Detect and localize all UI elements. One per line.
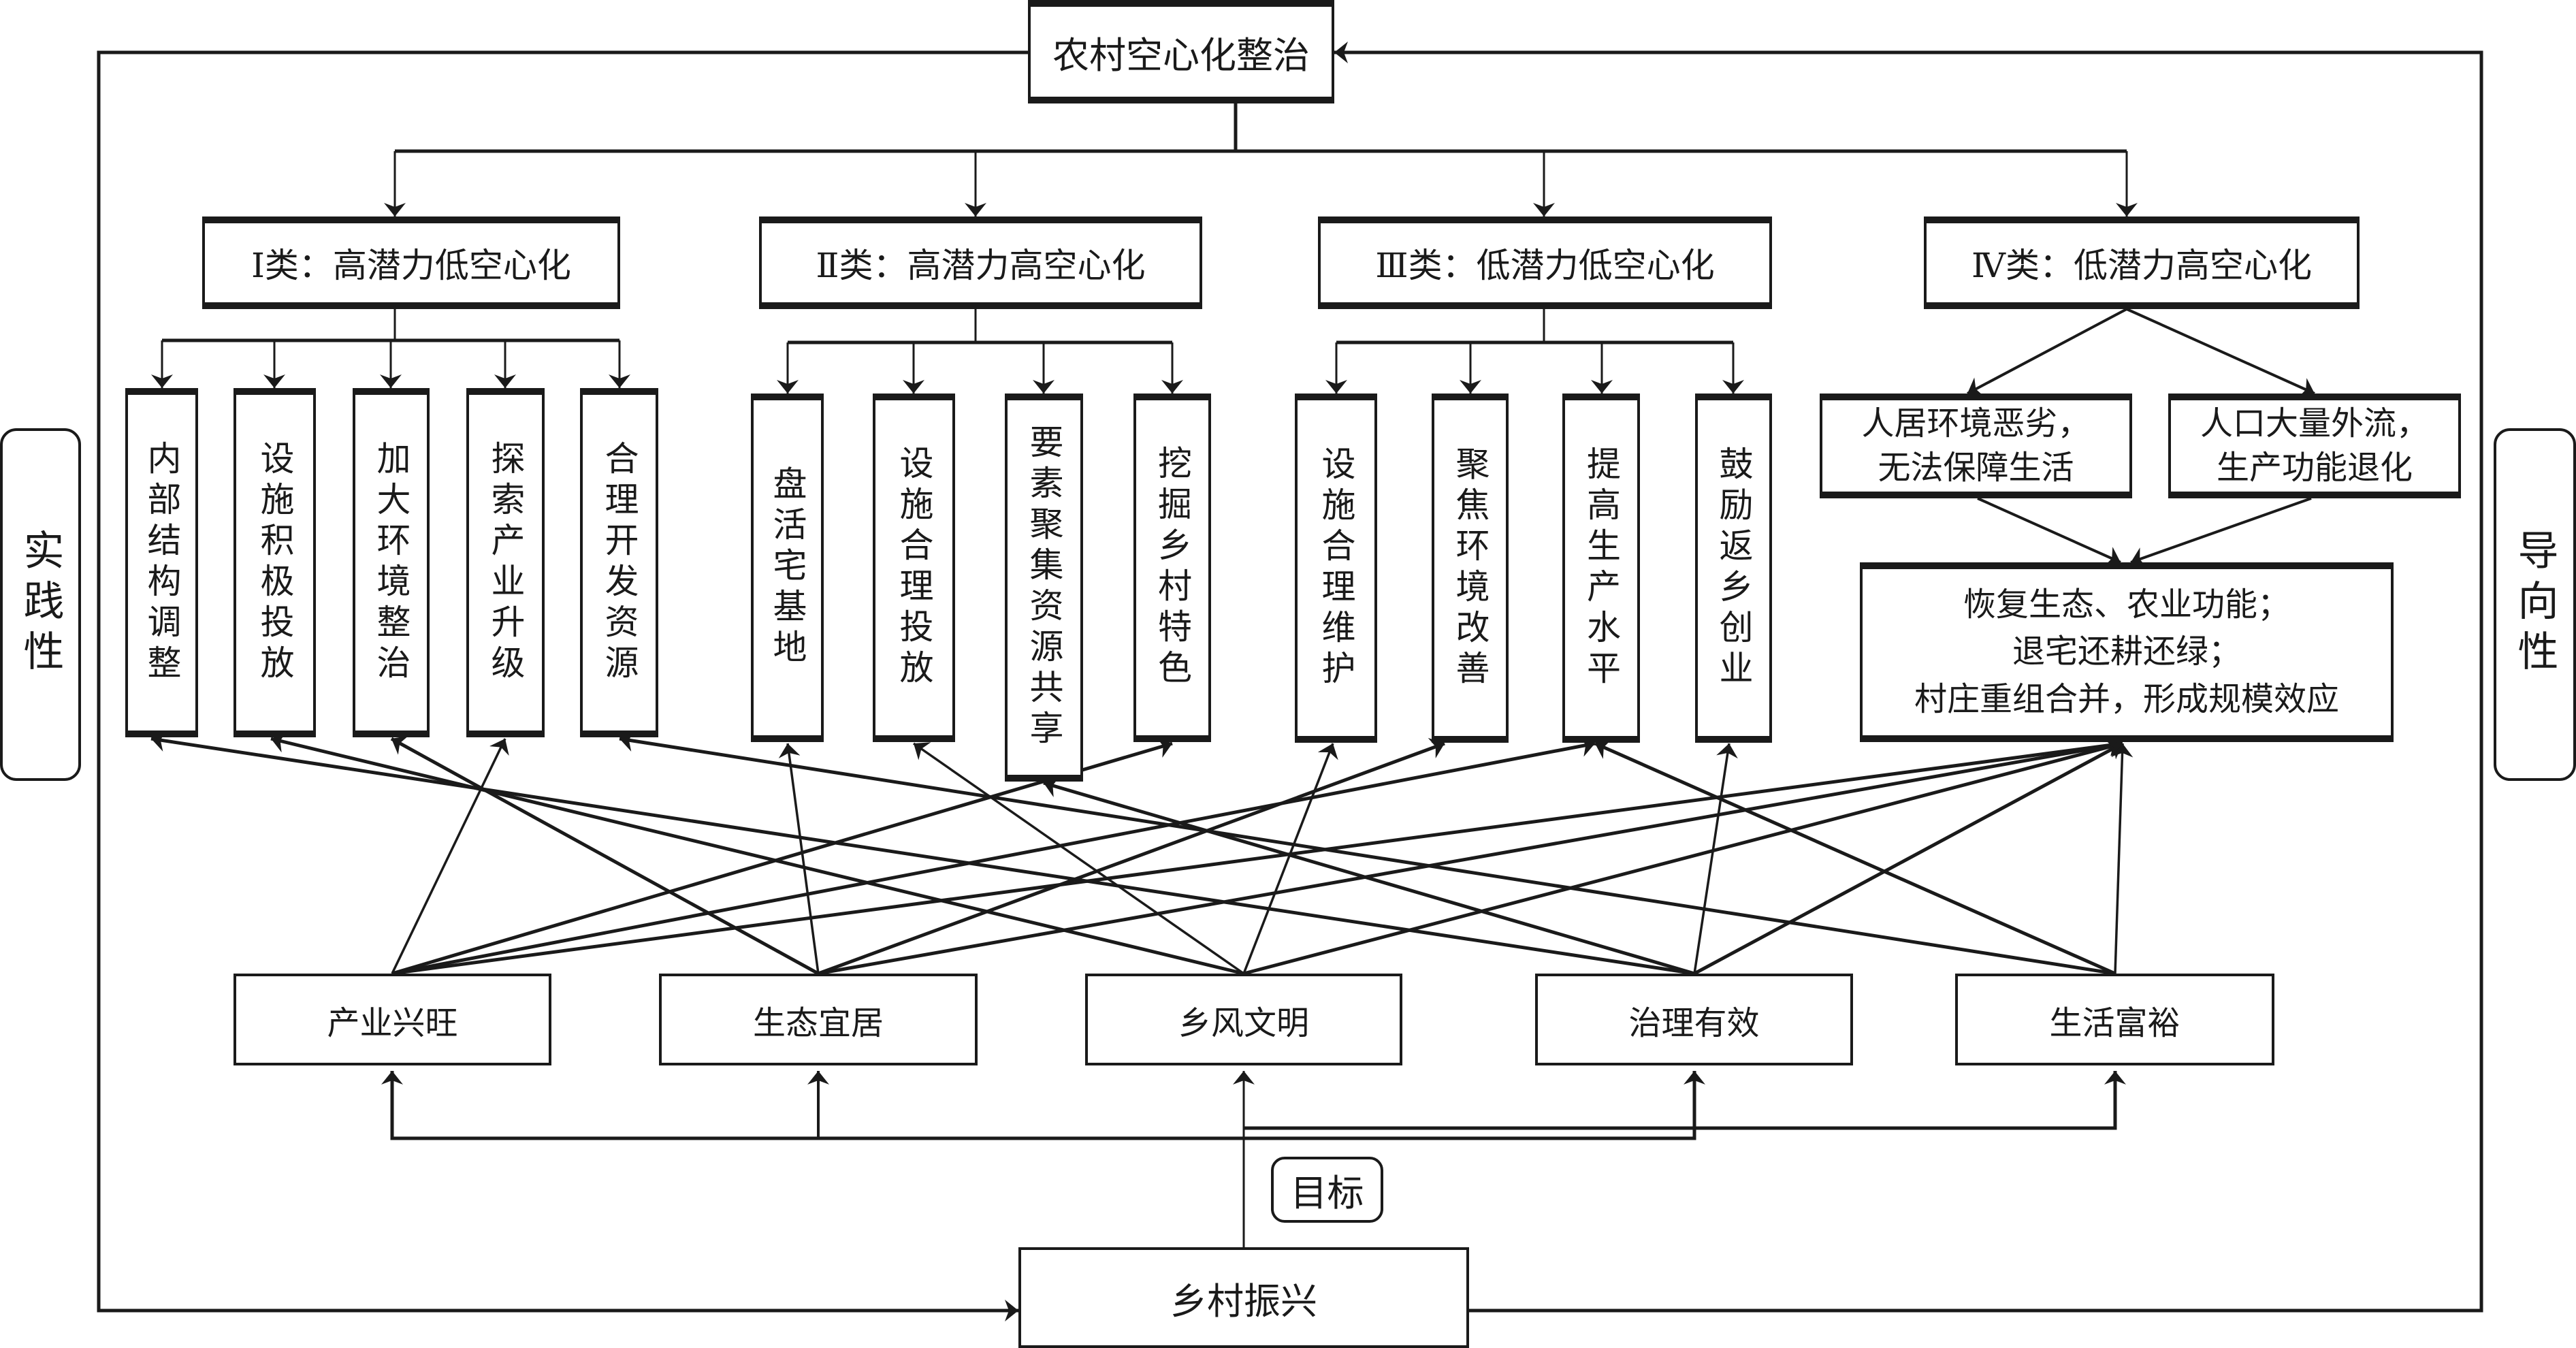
goal-link-arrow [390, 735, 820, 976]
goal-label: 治理有效 [1628, 1004, 1760, 1042]
node-label: 乡村振兴 [1170, 1279, 1317, 1323]
problem-box-living-environment: 人居环境恶劣， 无法保障生活 [1820, 394, 2132, 498]
outcome-line: 恢复生态、农业功能； [1963, 585, 2290, 624]
problem-line: 人居环境恶劣， [1861, 404, 2091, 443]
goal-box: 产业兴旺 [234, 974, 551, 1065]
goal-tag-text: 目标 [1290, 1172, 1364, 1215]
goal-link-arrow [1693, 743, 1738, 974]
measure-label: 聚焦环境改善 [1450, 445, 1490, 691]
measure-label: 盘活宅基地 [767, 466, 807, 670]
measure-label: 设施合理维护 [1316, 445, 1356, 691]
goal-link-arrow [1693, 740, 2124, 976]
problem1-to-outcome [1977, 497, 2121, 567]
goal-link-arrow [1043, 776, 1695, 976]
goal-box: 乡风文明 [1085, 974, 1402, 1065]
goal-link-arrow [818, 735, 2123, 976]
measure-box: 聚焦环境改善 [1432, 394, 1509, 743]
measure-box: 提高生产水平 [1562, 394, 1640, 743]
goal-bus-left [381, 1071, 1244, 1140]
measure-box: 设施合理投放 [873, 394, 955, 742]
measure-box: 盘活宅基地 [751, 394, 824, 742]
goal-link-arrow [391, 735, 1596, 976]
outcome-line: 退宅还耕还绿； [2012, 632, 2241, 671]
category-3: Ⅲ类：低潜力低空心化 [1318, 216, 1772, 309]
category-label: Ⅲ类：低潜力低空心化 [1375, 246, 1715, 285]
goal-link-arrow [150, 730, 1695, 976]
measure-label: 挖掘乡村特色 [1153, 445, 1192, 690]
measure-box: 内部结构调整 [125, 388, 198, 737]
goal-bus-right2 [1244, 1071, 2126, 1130]
goal-link-arrow [270, 731, 1244, 976]
node-rural-hollowing-remediation: 农村空心化整治 [1028, 0, 1334, 103]
frame-left-line [97, 50, 1028, 1321]
cat4-to-problem2 [2126, 308, 2315, 398]
goal-link-arrow [391, 734, 2123, 976]
measure-box: 设施合理维护 [1295, 394, 1377, 743]
node-rural-revitalization: 乡村振兴 [1018, 1247, 1469, 1348]
goal-bus-right1 [1244, 1071, 1705, 1140]
cat4-to-problem1 [1967, 308, 2127, 397]
goal-link-arrow [391, 737, 1173, 976]
measure-box: 探索产业升级 [466, 388, 545, 737]
goal-box: 治理有效 [1535, 974, 1853, 1065]
goal-tag: 目标 [1271, 1157, 1383, 1223]
measure-label: 加大环境整治 [371, 440, 411, 686]
goal-link-arrow [2111, 743, 2134, 974]
frame-right-line [1334, 42, 2483, 1313]
goal-link-arrow [1242, 743, 1338, 974]
measure-label: 设施合理投放 [894, 445, 934, 690]
category-2: Ⅱ类：高潜力高空心化 [759, 216, 1202, 309]
side-label-text: 实践性 [16, 529, 64, 680]
goal-label: 乡风文明 [1178, 1004, 1309, 1042]
category-1: Ⅰ类：高潜力低空心化 [202, 216, 620, 309]
outcome-line: 村庄重组合并，形成规模效应 [1914, 679, 2339, 718]
measure-label: 鼓励返乡创业 [1713, 445, 1754, 691]
measure-box: 鼓励返乡创业 [1695, 394, 1772, 743]
problem-line: 无法保障生活 [1878, 449, 2074, 487]
measure-label: 合理开发资源 [599, 440, 639, 686]
measure-label: 要素聚集资源共享 [1024, 424, 1064, 751]
measure-label: 设施积极投放 [255, 440, 295, 686]
category-label: Ⅱ类：高潜力高空心化 [816, 246, 1146, 285]
outcome-box: 恢复生态、农业功能； 退宅还耕还绿； 村庄重组合并，形成规模效应 [1860, 562, 2394, 742]
measure-box: 加大环境整治 [353, 388, 430, 737]
category-label: Ⅰ类：高潜力低空心化 [251, 246, 571, 285]
goal-link-arrow [1243, 736, 2123, 976]
side-label-text: 导向性 [2511, 529, 2558, 680]
measure-label: 内部结构调整 [142, 440, 182, 686]
goal-link-arrow [1594, 739, 2116, 976]
goal-link-arrow [912, 742, 1245, 975]
goal-box: 生态宜居 [659, 974, 978, 1065]
goal-link-arrow [778, 743, 820, 974]
problem2-to-outcome [2130, 497, 2312, 568]
measure-box: 合理开发资源 [580, 388, 658, 737]
goal-link-arrow [391, 738, 509, 974]
measure-box: 要素聚集资源共享 [1005, 394, 1083, 782]
problem-line: 生产功能退化 [2216, 449, 2413, 487]
measure-box: 挖掘乡村特色 [1133, 394, 1211, 742]
node-label: 农村空心化整治 [1052, 33, 1310, 77]
goal-label: 生态宜居 [752, 1004, 884, 1042]
goal-link-arrow [619, 730, 2116, 976]
goal-label: 产业兴旺 [327, 1004, 458, 1042]
goal-label: 生活富裕 [2049, 1004, 2180, 1042]
measure-box: 设施积极投放 [234, 388, 316, 737]
problem-box-population-outflow: 人口大量外流， 生产功能退化 [2168, 394, 2461, 498]
measure-label: 探索产业升级 [485, 440, 526, 686]
measure-label: 提高生产水平 [1581, 445, 1621, 691]
category-label: Ⅳ类：低潜力高空心化 [1971, 246, 2312, 285]
side-label-practicality: 实践性 [0, 428, 81, 781]
goal-box: 生活富裕 [1955, 974, 2274, 1065]
problem-line: 人口大量外流， [2200, 404, 2429, 443]
goal-link-arrow [818, 737, 1445, 976]
category-4: Ⅳ类：低潜力高空心化 [1924, 216, 2360, 309]
side-label-orientation: 导向性 [2494, 428, 2576, 781]
